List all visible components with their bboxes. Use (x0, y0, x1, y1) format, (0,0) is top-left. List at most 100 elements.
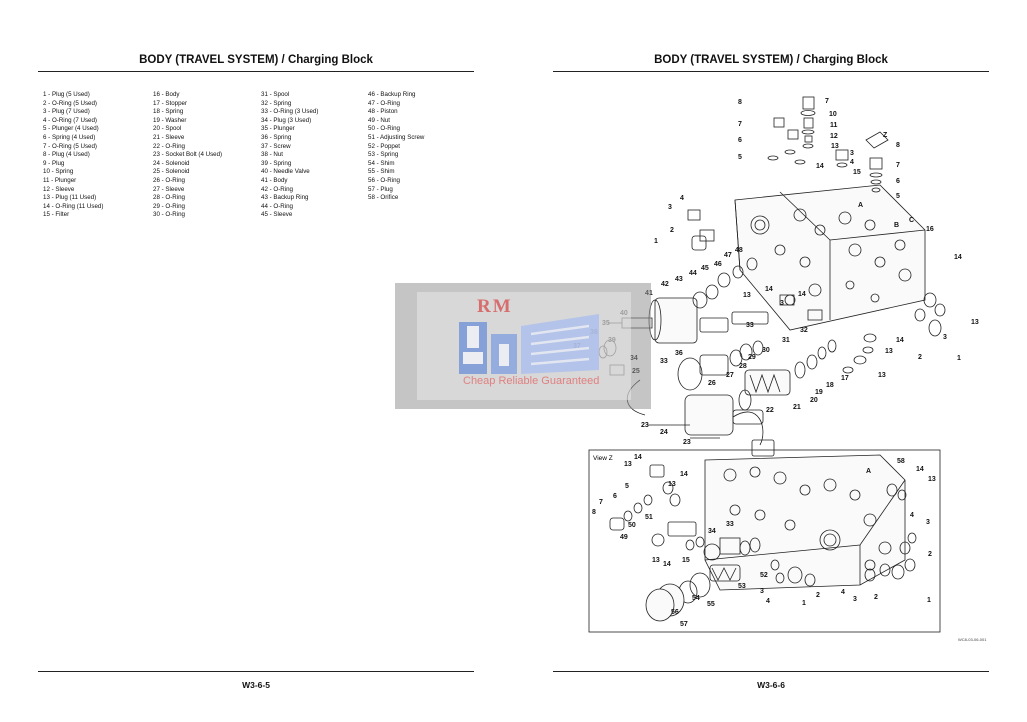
parts-list-item: 41 - Body (261, 176, 288, 184)
parts-list-item: 37 - Screw (261, 142, 291, 150)
callout-number: 6 (613, 493, 617, 500)
callout-number: 50 (628, 522, 636, 529)
callout-number: 49 (620, 534, 628, 541)
parts-list-item: 30 - O-Ring (153, 211, 185, 219)
callout-number: 1 (927, 597, 931, 604)
watermark-box: RM Cheap Reliable Guaranteed (395, 283, 651, 409)
callout-number: 30 (762, 347, 770, 354)
callout-number: 14 (954, 254, 962, 261)
callout-number: 46 (714, 261, 722, 268)
callout-number: 8 (592, 509, 596, 516)
parts-list-item: 44 - O-Ring (261, 202, 293, 210)
callout-number: 53 (738, 583, 746, 590)
callout-number: 5 (625, 483, 629, 490)
callout-number: 13 (668, 481, 676, 488)
callout-number: 21 (793, 404, 801, 411)
parts-list-item: 16 - Body (153, 91, 180, 98)
parts-list-item: 20 - Spool (153, 125, 182, 133)
parts-list-item: 12 - Sleeve (43, 185, 75, 193)
callout-number: 22 (766, 407, 774, 414)
callout-number: 11 (830, 122, 838, 129)
callout-number: 55 (707, 601, 715, 608)
callout-number: 29 (748, 354, 756, 361)
parts-list-item: 58 - Orifice (368, 194, 399, 202)
watermark-tagline: Cheap Reliable Guaranteed (463, 375, 600, 387)
parts-list-item: 29 - O-Ring (153, 202, 185, 210)
parts-list-item: 2 - O-Ring (5 Used) (43, 99, 97, 107)
callout-number: A (858, 202, 863, 209)
parts-list-item: 50 - O-Ring (368, 125, 400, 133)
drawing-reference: WC8-03-06-001 (958, 637, 987, 642)
callout-number: 19 (815, 389, 823, 396)
parts-list-item: 27 - Sleeve (153, 185, 185, 193)
parts-list-item: 40 - Needle Valve (261, 168, 310, 176)
callout-number: 14 (816, 163, 824, 170)
parts-list-item: 25 - Solenoid (153, 168, 190, 176)
callout-number: 2 (670, 227, 674, 234)
left-page-title: BODY (TRAVEL SYSTEM) / Charging Block (139, 54, 373, 66)
parts-list-item: 22 - O-Ring (153, 142, 185, 150)
callout-number: 33 (660, 358, 668, 365)
parts-list-item: 52 - Poppet (368, 142, 400, 150)
callout-number: 48 (735, 247, 743, 254)
parts-list-item: 14 - O-Ring (11 Used) (43, 202, 104, 210)
callout-number: 24 (660, 429, 668, 436)
callout-number: 13 (743, 292, 751, 299)
lower-assembly-drawing (609, 454, 917, 622)
callout-number: 14 (663, 561, 671, 568)
left-footer-rule (38, 671, 474, 672)
callout-number: C (909, 217, 914, 224)
callout-number: 17 (841, 375, 849, 382)
left-page-number: W3-6-5 (242, 680, 270, 690)
callout-number: B (894, 222, 899, 229)
callout-number: 23 (641, 422, 649, 429)
callout-number: 5 (896, 193, 900, 200)
parts-list-item: 31 - Spool (261, 91, 290, 98)
callout-number: 3 (853, 596, 857, 603)
callout-number: 56 (671, 609, 679, 616)
right-footer-rule (553, 671, 989, 672)
callout-number: 3 (760, 588, 764, 595)
callout-number: 45 (701, 265, 709, 272)
callout-number: 14 (680, 471, 688, 478)
callout-number: 58 (897, 458, 905, 465)
parts-list-item: 32 - Spring (261, 99, 292, 107)
parts-list-item: 46 - Backup Ring (368, 91, 416, 98)
callout-number: 13 (831, 143, 839, 150)
callout-number: 42 (661, 281, 669, 288)
callout-number: 15 (682, 557, 690, 564)
parts-list-item: 21 - Sleeve (153, 133, 185, 141)
callout-number: 6 (738, 137, 742, 144)
parts-list-item: 15 - Filter (43, 211, 70, 219)
callout-number: 13 (878, 372, 886, 379)
right-page-title: BODY (TRAVEL SYSTEM) / Charging Block (654, 54, 888, 66)
callout-number: 14 (765, 286, 773, 293)
callout-number: 1 (654, 238, 658, 245)
parts-list-item: 13 - Plug (11 Used) (43, 194, 97, 202)
callout-number: 6 (896, 178, 900, 185)
callout-number: 2 (928, 551, 932, 558)
parts-list-item: 28 - O-Ring (153, 194, 185, 202)
parts-list-item: 55 - Shim (368, 168, 395, 176)
callout-number: 3 (926, 519, 930, 526)
callout-number: 36 (675, 350, 683, 357)
upper-callout-numbers: 8765710111213341514Z8765ABC1643214748464… (573, 98, 979, 446)
parts-list-item: 11 - Plunger (43, 176, 77, 184)
view-z-frame (588, 449, 941, 633)
parts-list-item: 35 - Plunger (261, 125, 295, 133)
callout-number: 54 (692, 595, 700, 602)
callout-number: 20 (810, 397, 818, 404)
callout-number: 13 (971, 319, 979, 326)
callout-number: 14 (634, 454, 642, 461)
callout-number: 16 (926, 226, 934, 233)
right-page-number: W3-6-6 (757, 680, 785, 690)
callout-number: 7 (825, 98, 829, 105)
watermark-panel: RM Cheap Reliable Guaranteed (417, 292, 631, 400)
callout-number: 14 (798, 291, 806, 298)
parts-list-item: 3 - Plug (7 Used) (43, 108, 90, 116)
parts-list-item: 34 - Plug (3 Used) (261, 116, 312, 124)
parts-column-1: 1 - Plug (5 Used)2 - O-Ring (5 Used)3 - … (43, 91, 103, 220)
